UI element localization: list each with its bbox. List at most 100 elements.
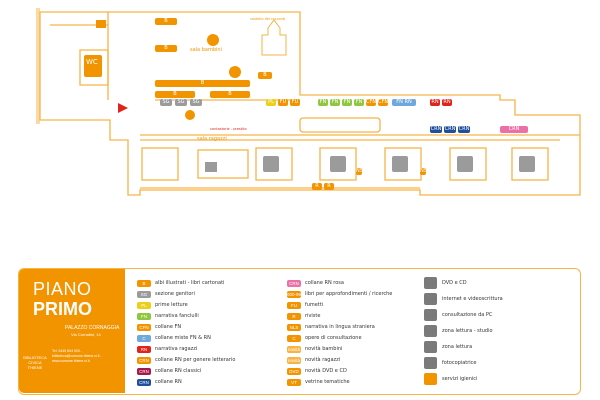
shelf-tag: B	[155, 80, 250, 87]
reading-zone-icon	[519, 156, 535, 172]
shelf-tag: FN	[342, 99, 352, 106]
legend-swatch: RN	[137, 346, 151, 353]
legend-text: fumetti	[305, 302, 324, 308]
legend-text: collane RN per genere letterario	[155, 357, 236, 363]
shelf-tag: B	[155, 91, 195, 98]
legend-swatch: NLS	[287, 324, 301, 331]
shelf-tag: CFN	[366, 99, 376, 106]
legend-swatch: CRN	[137, 379, 151, 386]
legend-text: narrativa fanciulli	[155, 313, 199, 319]
legend-text: fotocopiatrice	[442, 360, 477, 366]
legend-text: collane miste FN & RN	[155, 335, 211, 341]
legend-text: libri per approfondimenti / ricerche	[305, 291, 393, 297]
shelf-tag: B	[258, 72, 272, 79]
legend-text: novità DVD e CD	[305, 368, 347, 374]
dvd-icon	[424, 277, 437, 289]
legend-text: collane RN rosa	[305, 280, 344, 286]
reading-cubicle	[449, 147, 487, 181]
legend-text: narrativa ragazzi	[155, 346, 198, 352]
legend-text: narrativa in lingua straniera	[305, 324, 375, 330]
reading-cubicle	[384, 147, 422, 181]
floor-title-line2: PRIMO	[33, 299, 93, 319]
legend-text: albi illustrati - libri cartonati	[155, 280, 225, 286]
legend-swatch: 000-999	[287, 291, 301, 298]
legend-swatch: C	[287, 335, 301, 342]
legend-swatch: B	[137, 280, 151, 287]
room-label-castle: castello dei racconti	[250, 17, 286, 21]
legend-text: collane RN classici	[155, 368, 202, 374]
shelf-tag: B	[155, 45, 177, 52]
shelf-tag: RN	[430, 99, 440, 106]
legend-swatch: R	[287, 313, 301, 320]
shelf-tag: B	[210, 91, 250, 98]
shelf-tag: B	[155, 18, 177, 25]
building-outline	[39, 11, 581, 196]
outer-strip	[36, 8, 40, 124]
title-block: PIANO PRIMO PALAZZO CORNAGGIA Via Corrad…	[19, 269, 125, 393]
shelf-tag: SG	[175, 99, 187, 106]
legend-text: zona lettura	[442, 344, 473, 350]
legend-text: collane FN	[155, 324, 182, 330]
shelf-tag: FU	[278, 99, 288, 106]
legend-swatch: PL	[137, 302, 151, 309]
restroom-icon	[84, 55, 102, 77]
pc-station	[197, 149, 249, 179]
shelf-tag: FN	[318, 99, 328, 106]
table	[185, 110, 195, 120]
legend-swatch: CRN	[137, 368, 151, 375]
room-label-corner: cantastorie - prestito	[210, 127, 247, 131]
palace-address: Via Corradini, 14	[71, 332, 101, 337]
legend-text: novità bambini	[305, 346, 343, 352]
legend-text: riviste	[305, 313, 321, 319]
table	[207, 34, 219, 46]
legend-text: collane RN	[155, 379, 182, 385]
reading-cubicle	[319, 147, 357, 181]
shelf-tag: FN RN	[392, 99, 416, 106]
room-label-bambini: sala bambini	[190, 47, 222, 53]
floor-title-line1: PIANO	[33, 279, 92, 299]
room-label-wc: WC	[86, 58, 98, 66]
legend-swatch: CRN	[137, 357, 151, 364]
legend-text: sezione genitori	[155, 291, 195, 297]
stairs-icon	[96, 20, 106, 28]
legend-text: DVD e CD	[442, 280, 467, 286]
wc-room	[79, 49, 109, 86]
floor-plan	[36, 8, 581, 196]
legend-text: vetrine tematiche	[305, 379, 350, 385]
shelf-tag: PL	[266, 99, 276, 106]
shelf-tag: RN	[442, 99, 452, 106]
legend-text: opere di consultazione	[305, 335, 362, 341]
reading-zone-icon	[424, 325, 437, 337]
castle-icon	[261, 19, 287, 56]
shelf-tag: SG	[160, 99, 172, 106]
reading-cubicle	[255, 147, 293, 181]
reading-cubicle	[141, 147, 179, 181]
legend-text: prime letture	[155, 302, 188, 308]
service-desk	[299, 117, 381, 133]
legend-text: consultazione da PC	[442, 312, 493, 318]
legend-text: novità ragazzi	[305, 357, 341, 363]
shelf-tag: CRN	[458, 126, 470, 133]
legend-swatch: novità	[287, 357, 301, 364]
legend-text: internet e videoscrittura	[442, 296, 503, 302]
shelf-tag: CFN	[378, 99, 388, 106]
legend-swatch: CRN	[287, 280, 301, 287]
shelf-tag: R	[312, 183, 322, 190]
shelf-tag: FN	[330, 99, 340, 106]
legend-swatch: novità	[287, 346, 301, 353]
armchair-icon	[330, 156, 346, 172]
pc-icon	[205, 162, 217, 172]
legend-swatch: CFN	[137, 324, 151, 331]
palace-name: PALAZZO CORNAGGIA	[65, 325, 120, 331]
reading-zone-icon	[457, 156, 473, 172]
reading-cubicle	[511, 147, 549, 181]
shelf-tag: CRN	[500, 126, 528, 133]
photocopier-icon	[424, 357, 437, 369]
room-label-ragazzi: sala ragazzi	[197, 136, 227, 142]
reading-zone-icon	[263, 156, 279, 172]
shelf-tag: NS	[356, 168, 362, 175]
reading-zone-icon	[392, 156, 408, 172]
shelf-tag: R	[324, 183, 334, 190]
pc-icon	[424, 309, 437, 321]
